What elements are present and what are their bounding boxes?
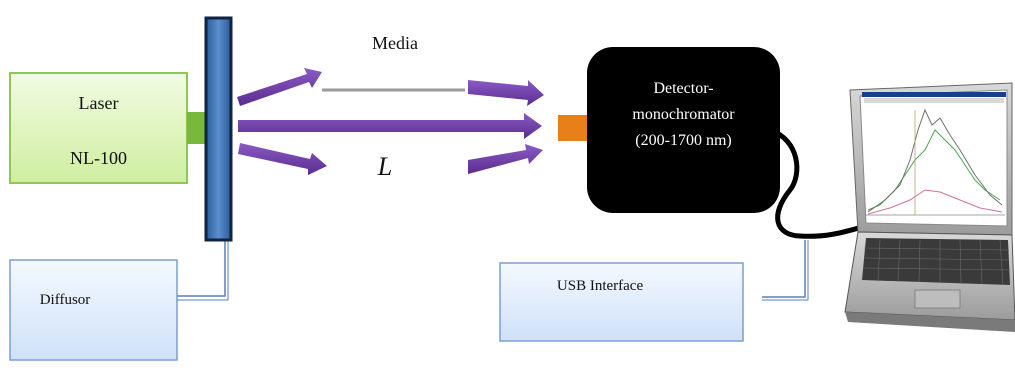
laser-label: Laser: [78, 93, 119, 113]
beam-arrow-upper-diagonal: [237, 68, 322, 106]
detector-label-line3: (200-1700 nm): [635, 132, 732, 149]
laser-model-label: NL-100: [70, 148, 127, 168]
detector-box: [587, 47, 780, 213]
beam-arrow-upper-right: [468, 80, 544, 106]
usb-interface-label: USB Interface: [556, 278, 644, 294]
detector-port: [558, 115, 590, 141]
laptop: [844, 82, 1015, 332]
detector-label-line1: Detector-: [653, 80, 714, 97]
diffusor-box: [9, 259, 178, 361]
beam-arrow-lower-right: [468, 144, 543, 174]
laser-box: [9, 72, 188, 184]
usb-interface-box: [499, 262, 744, 342]
spectrum-line-pink: [867, 189, 1003, 215]
diffusor-connector: [177, 240, 226, 297]
cable: [769, 127, 871, 239]
spectrum-line-gray: [867, 108, 1003, 213]
laptop-touchpad: [914, 289, 961, 309]
diffusor-label: Diffusor: [39, 292, 91, 308]
media-label: Media: [372, 33, 418, 53]
laptop-keyboard: [862, 238, 1010, 285]
path-length-label: L: [377, 152, 393, 181]
beam-arrow-center: [238, 113, 542, 139]
beam-arrow-lower-left: [238, 143, 327, 175]
laptop-screen: [859, 89, 1008, 227]
detector-label-line2: monochromator: [632, 106, 735, 123]
usb-connector: [762, 240, 806, 298]
diffuser-plate: [204, 16, 233, 242]
beam-arrows: [237, 68, 544, 175]
